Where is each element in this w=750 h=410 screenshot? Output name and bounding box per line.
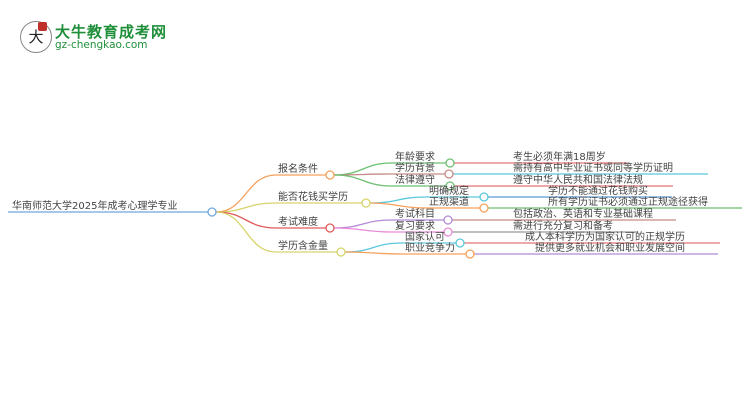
leaf-connector xyxy=(333,219,393,229)
detail-text: 需进行充分复习和备考 xyxy=(513,219,613,232)
detail-text: 所有学历证书必须通过正规途径获得 xyxy=(548,195,708,208)
leaf-connector xyxy=(344,251,403,255)
leaf-node-circle xyxy=(443,227,453,237)
detail-text: 提供更多就业机会和职业发展空间 xyxy=(535,241,685,254)
detail-text: 学历不能通过花钱购买 xyxy=(548,184,648,197)
detail-text: 成人本科学历为国家认可的正规学历 xyxy=(525,230,685,243)
branch-connector xyxy=(215,174,277,213)
branch-label: 考试难度 xyxy=(278,215,318,228)
leaf-connector xyxy=(369,196,427,204)
logo-mark-icon: 大 xyxy=(20,21,52,53)
leaf-label: 法律遵守 xyxy=(395,173,435,186)
leaf-node-circle xyxy=(445,158,455,168)
leaf-label: 正规渠道 xyxy=(429,195,469,208)
branch-node-circle xyxy=(361,198,371,208)
leaf-label: 职业竞争力 xyxy=(405,241,455,254)
detail-text: 遵守中华人民共和国法律法规 xyxy=(513,173,643,186)
leaf-node-circle xyxy=(455,238,465,248)
leaf-label: 明确规定 xyxy=(429,184,469,197)
branch-label: 能否花钱买学历 xyxy=(278,190,348,203)
logo-url: gz-chengkao.com xyxy=(55,39,148,51)
leaf-connector xyxy=(369,202,427,209)
leaf-label: 国家认可 xyxy=(405,230,445,243)
detail-text: 需持有高中毕业证书或同等学历证明 xyxy=(513,161,673,174)
leaf-connector xyxy=(344,242,403,253)
leaf-connector xyxy=(333,174,393,187)
leaf-node-circle xyxy=(444,169,454,179)
leaf-node-circle xyxy=(445,181,455,191)
leaf-node-circle xyxy=(443,215,453,225)
root-node-circle xyxy=(207,207,217,217)
branch-connector xyxy=(215,211,277,253)
logo-name: 大牛教育成考网 xyxy=(55,23,168,41)
branch-label: 报名条件 xyxy=(278,162,318,175)
detail-text: 考生必须年满18周岁 xyxy=(513,150,606,163)
branch-node-circle xyxy=(325,170,335,180)
branch-node-circle xyxy=(336,247,346,257)
leaf-node-circle xyxy=(465,249,475,259)
branch-connector xyxy=(215,211,277,229)
logo-seal-icon xyxy=(38,22,47,31)
leaf-connector xyxy=(333,162,393,176)
leaf-label: 考试科目 xyxy=(395,207,435,220)
root-label: 华南师范大学2025年成考心理学专业 xyxy=(12,199,177,212)
leaf-label: 年龄要求 xyxy=(395,150,435,163)
branch-label: 学历含金量 xyxy=(278,239,328,252)
leaf-connector xyxy=(333,227,393,233)
leaf-label: 复习要求 xyxy=(395,219,435,232)
leaf-node-circle xyxy=(479,203,489,213)
branch-node-circle xyxy=(325,223,335,233)
leaf-label: 学历背景 xyxy=(395,161,435,174)
detail-text: 包括政治、英语和专业基础课程 xyxy=(513,207,653,220)
leaf-node-circle xyxy=(479,192,489,202)
